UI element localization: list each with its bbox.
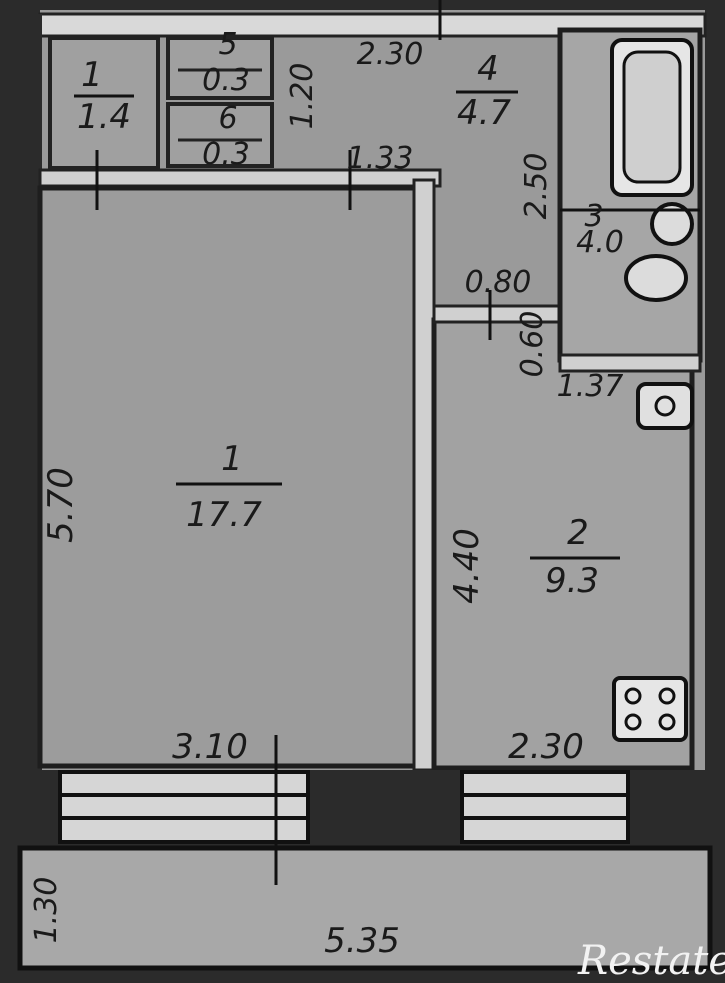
window-right — [460, 770, 630, 844]
dim-hall-depth: 1.20 — [285, 63, 320, 130]
wall-bath-bottom — [558, 353, 702, 373]
wall-left — [20, 14, 42, 774]
kitchen-sink-icon — [636, 382, 694, 430]
toilet-icon — [624, 254, 688, 302]
window-left — [58, 770, 310, 844]
dim-balcony-width: 5.35 — [324, 921, 400, 961]
stove-burner — [624, 713, 642, 731]
dim-room2-height: 4.40 — [447, 528, 487, 604]
room-7-area: 1.4 — [77, 97, 131, 137]
room-7-number: 1 — [81, 55, 103, 95]
dim-room1-width: 3.10 — [172, 727, 248, 767]
stove-burner — [658, 687, 676, 705]
room-6-number: 6 — [218, 101, 237, 136]
dim-bath-door: 0.80 — [465, 265, 532, 300]
room-3-area: 4.0 — [576, 225, 624, 260]
room-4-area: 4.7 — [457, 93, 511, 133]
room-5 — [166, 36, 274, 100]
dim-hall-width: 2.30 — [357, 37, 424, 72]
room-1-area: 17.7 — [186, 495, 262, 535]
dim-bath-small: 0.60 — [515, 311, 550, 378]
room-2-area: 9.3 — [545, 561, 599, 601]
balcony — [17, 845, 713, 971]
watermark-logo: Restate — [577, 938, 725, 983]
room-6-area: 0.3 — [202, 137, 250, 172]
dim-kitchen-top: 1.37 — [557, 369, 624, 404]
dim-hall-passage: 1.33 — [347, 141, 414, 176]
dim-room2-width: 2.30 — [508, 727, 584, 767]
room-6 — [166, 102, 274, 168]
stove-burner — [658, 713, 676, 731]
room-3-number: 3 — [584, 199, 603, 234]
dim-balcony-depth: 1.30 — [29, 877, 64, 944]
bathtub-inner — [622, 50, 682, 184]
stove-burner — [624, 687, 642, 705]
wall-divider — [412, 178, 436, 772]
room-5-area: 0.3 — [202, 63, 250, 98]
dim-room1-height: 5.70 — [41, 467, 81, 543]
room-2-number: 2 — [567, 513, 589, 553]
dim-bath-height: 2.50 — [519, 153, 554, 220]
room-5-number: 5 — [218, 27, 237, 62]
room-4-number: 4 — [477, 49, 499, 89]
sink-icon — [650, 202, 694, 246]
room-7 — [48, 36, 160, 170]
room-1 — [37, 185, 419, 769]
room-1-number: 1 — [221, 439, 243, 479]
stove-icon — [612, 676, 688, 742]
kitchen-sink-drain — [654, 395, 676, 417]
